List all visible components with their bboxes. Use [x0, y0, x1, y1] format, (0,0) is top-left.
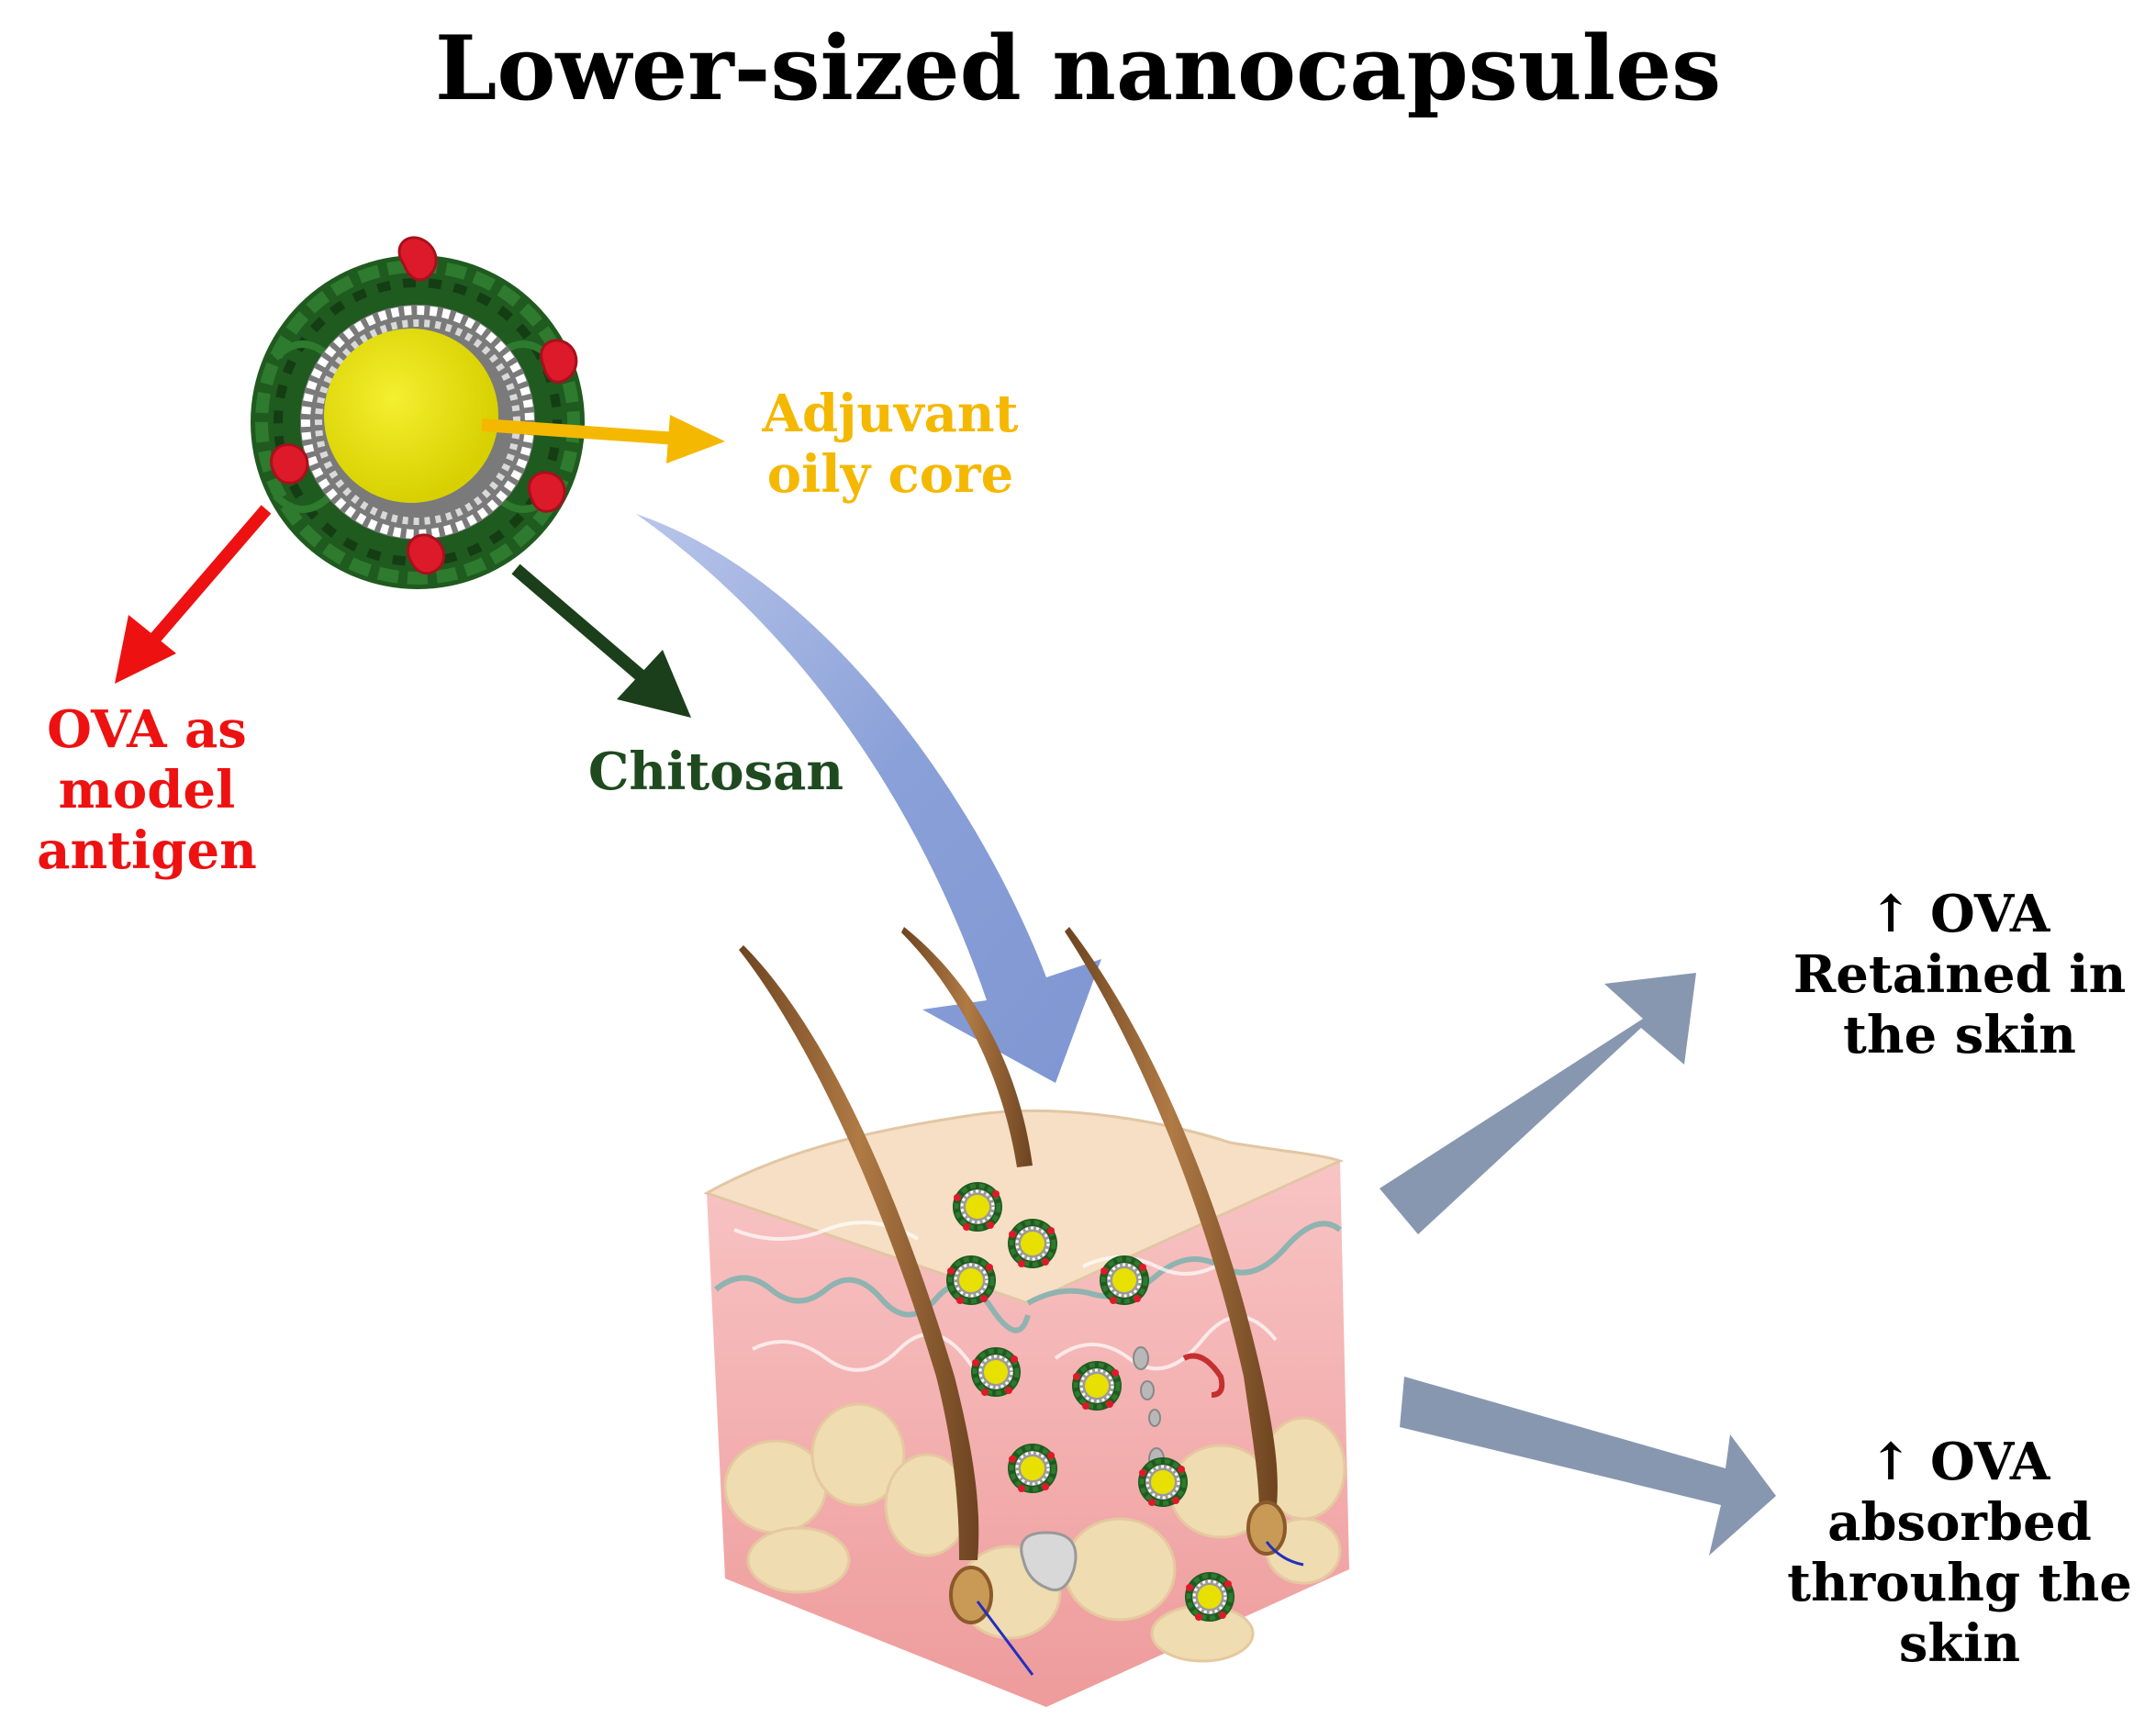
- retained-label-line3: the skin: [1842, 1005, 2077, 1066]
- retained-outcome-label: ↑ OVA Retained in the skin: [1767, 884, 2152, 1065]
- ova-antigens: [270, 236, 578, 575]
- absorbed-label-line4: skin: [1898, 1613, 2021, 1675]
- retained-outcome-arrow: [1380, 973, 1696, 1234]
- antigen-label-line2: model: [58, 760, 236, 821]
- skin-dermis: [707, 1161, 1349, 1707]
- antigen-label-line1: OVA as: [47, 699, 247, 760]
- skin-cross-section-icon: [703, 927, 1349, 1707]
- hair-strand-right: [1065, 927, 1278, 1514]
- absorbed-outcome-label: ↑ OVA absorbed throuhg the skin: [1767, 1432, 2152, 1674]
- antigen-label-line3: antigen: [37, 820, 257, 882]
- blood-vessel-red: [1182, 1353, 1225, 1398]
- retained-label-line1: ↑ OVA: [1869, 884, 2050, 944]
- oily-core: [324, 329, 498, 503]
- chitosan-label: Chitosan: [551, 742, 881, 802]
- hair-strand-middle: [901, 927, 1033, 1167]
- hair-follicle-right: [1246, 1500, 1287, 1556]
- absorbed-outcome-arrow: [1400, 1377, 1776, 1556]
- epidermis-junction: [714, 1221, 1342, 1333]
- nanocapsule-icon: [251, 236, 585, 589]
- adjuvant-core-label: Adjuvant oily core: [725, 384, 1056, 505]
- chitosan-label-line1: Chitosan: [587, 742, 844, 802]
- sweat-gland: [1020, 1531, 1078, 1591]
- core-pointer-arrow: [481, 415, 725, 463]
- chitosan-pointer-arrow: [511, 563, 691, 718]
- delivery-curved-arrow: [636, 514, 1101, 1083]
- blood-vessel: [976, 1541, 1304, 1676]
- antigen-label: OVA as model antigen: [9, 699, 285, 881]
- retained-label-line2: Retained in: [1793, 944, 2127, 1006]
- diagram-title: Lower-sized nanocapsules: [434, 17, 1722, 120]
- antigen-pointer-arrow: [115, 505, 272, 684]
- absorbed-label-line2: absorbed: [1827, 1492, 2092, 1554]
- hair-follicle-left: [949, 1566, 993, 1624]
- adjuvant-core-label-line2: oily core: [766, 444, 1014, 506]
- absorbed-label-line1: ↑ OVA: [1869, 1432, 2050, 1492]
- adjuvant-core-label-line1: Adjuvant: [762, 384, 1019, 444]
- absorbed-label-line3: throuhg the: [1787, 1553, 2132, 1614]
